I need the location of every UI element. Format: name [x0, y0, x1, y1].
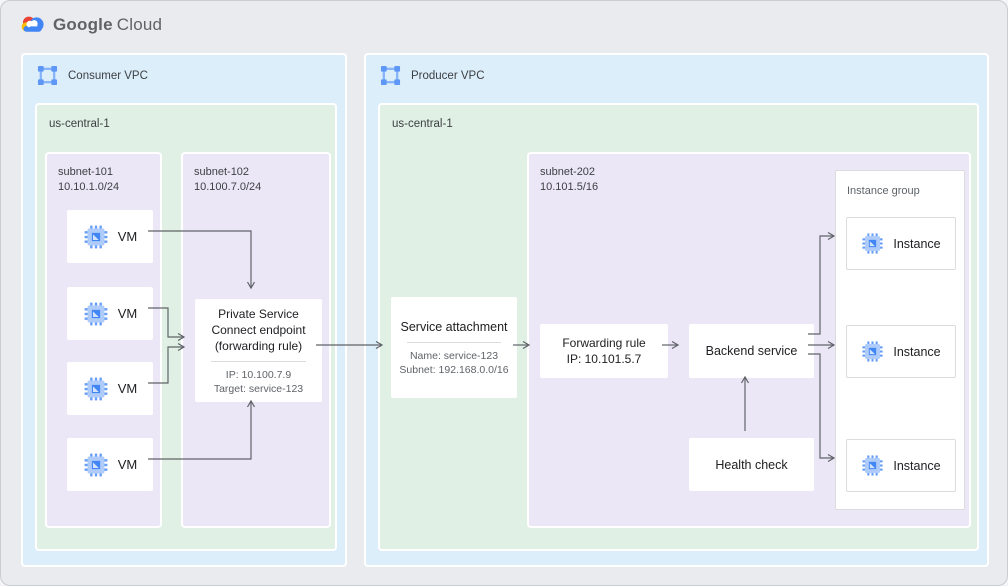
instance-label: Instance — [893, 344, 941, 359]
instance-group-container: Instance group Instance Instance Instanc… — [835, 170, 965, 510]
subnet-102-label: subnet-102 10.100.7.0/24 — [194, 165, 261, 195]
instance-label: Instance — [893, 458, 941, 473]
compute-engine-icon — [861, 232, 884, 255]
subnet-101-cidr: 10.10.1.0/24 — [58, 181, 120, 193]
psc-endpoint-target: Target: service-123 — [213, 382, 304, 395]
vm-label: VM — [117, 381, 138, 396]
consumer-vpc-container: Consumer VPC us-central-1 subnet-101 10.1… — [21, 53, 347, 567]
subnet-101-container: subnet-101 10.10.1.0/24 VM VM VM VM — [45, 152, 162, 528]
service-attachment-subnet: Subnet: 192.168.0.0/16 — [399, 363, 509, 376]
psc-endpoint-node: Private Service Connect endpoint (forwar… — [195, 299, 322, 402]
instance-group-label: Instance group — [847, 185, 920, 197]
logo-word-google: Google — [53, 14, 113, 34]
vpc-icon — [380, 65, 401, 86]
divider — [407, 341, 501, 343]
subnet-202-label: subnet-202 10.101.5/16 — [540, 165, 598, 195]
vm-label: VM — [117, 229, 138, 244]
producer-vpc-label: Producer VPC — [411, 69, 485, 82]
google-cloud-logo-icon — [19, 14, 46, 35]
subnet-202-name: subnet-202 — [540, 166, 596, 178]
subnet-202-container: subnet-202 10.101.5/16 Forwarding rule IP… — [527, 152, 971, 528]
producer-vpc-header: Producer VPC — [380, 65, 485, 86]
subnet-102-name: subnet-102 — [194, 166, 250, 178]
psc-endpoint-ip: IP: 10.100.7.9 — [225, 368, 292, 381]
backend-service-label: Backend service — [705, 344, 798, 358]
forwarding-rule-ip: IP: 10.101.5.7 — [566, 352, 642, 366]
subnet-101-name: subnet-101 — [58, 166, 114, 178]
subnet-102-container: subnet-102 10.100.7.0/24 Private Service … — [181, 152, 331, 528]
compute-engine-icon — [83, 301, 109, 327]
subnet-101-label: subnet-101 10.10.1.0/24 — [58, 165, 119, 195]
service-attachment-title: Service attachment — [400, 319, 508, 334]
compute-engine-icon — [861, 454, 884, 477]
producer-vpc-container: Producer VPC us-central-1 Service attach… — [364, 53, 989, 567]
subnet-202-cidr: 10.101.5/16 — [540, 181, 599, 193]
instance-node-1: Instance — [846, 217, 956, 270]
forwarding-rule-node: Forwarding rule IP: 10.101.5.7 — [540, 324, 668, 378]
compute-engine-icon — [83, 376, 109, 402]
service-attachment-name: Name: service-123 — [409, 349, 499, 362]
consumer-region-container: us-central-1 subnet-101 10.10.1.0/24 VM V… — [35, 103, 337, 551]
producer-region-label: us-central-1 — [392, 118, 453, 130]
backend-service-node: Backend service — [689, 324, 814, 378]
consumer-region-label: us-central-1 — [49, 118, 110, 130]
vm-label: VM — [117, 306, 138, 321]
compute-engine-icon — [861, 340, 884, 363]
vm-node-3: VM — [67, 362, 153, 415]
forwarding-rule-title: Forwarding rule — [562, 336, 646, 350]
producer-region-container: us-central-1 Service attachment Name: se… — [378, 103, 979, 551]
vm-label: VM — [117, 457, 138, 472]
service-attachment-node: Service attachment Name: service-123 Sub… — [391, 297, 517, 398]
compute-engine-icon — [83, 452, 109, 478]
psc-endpoint-title: Private Service Connect endpoint (forwar… — [211, 306, 306, 353]
instance-node-3: Instance — [846, 439, 956, 492]
vm-node-4: VM — [67, 438, 153, 491]
vpc-icon — [37, 65, 58, 86]
consumer-vpc-label: Consumer VPC — [68, 69, 148, 82]
instance-label: Instance — [893, 236, 941, 251]
vm-node-1: VM — [67, 210, 153, 263]
health-check-node: Health check — [689, 438, 814, 491]
logo-word-cloud: Cloud — [116, 14, 163, 34]
subnet-102-cidr: 10.100.7.0/24 — [194, 181, 262, 193]
divider — [211, 360, 306, 362]
compute-engine-icon — [83, 224, 109, 250]
vm-node-2: VM — [67, 287, 153, 340]
health-check-label: Health check — [715, 457, 788, 472]
consumer-vpc-header: Consumer VPC — [37, 65, 148, 86]
instance-node-2: Instance — [846, 325, 956, 378]
